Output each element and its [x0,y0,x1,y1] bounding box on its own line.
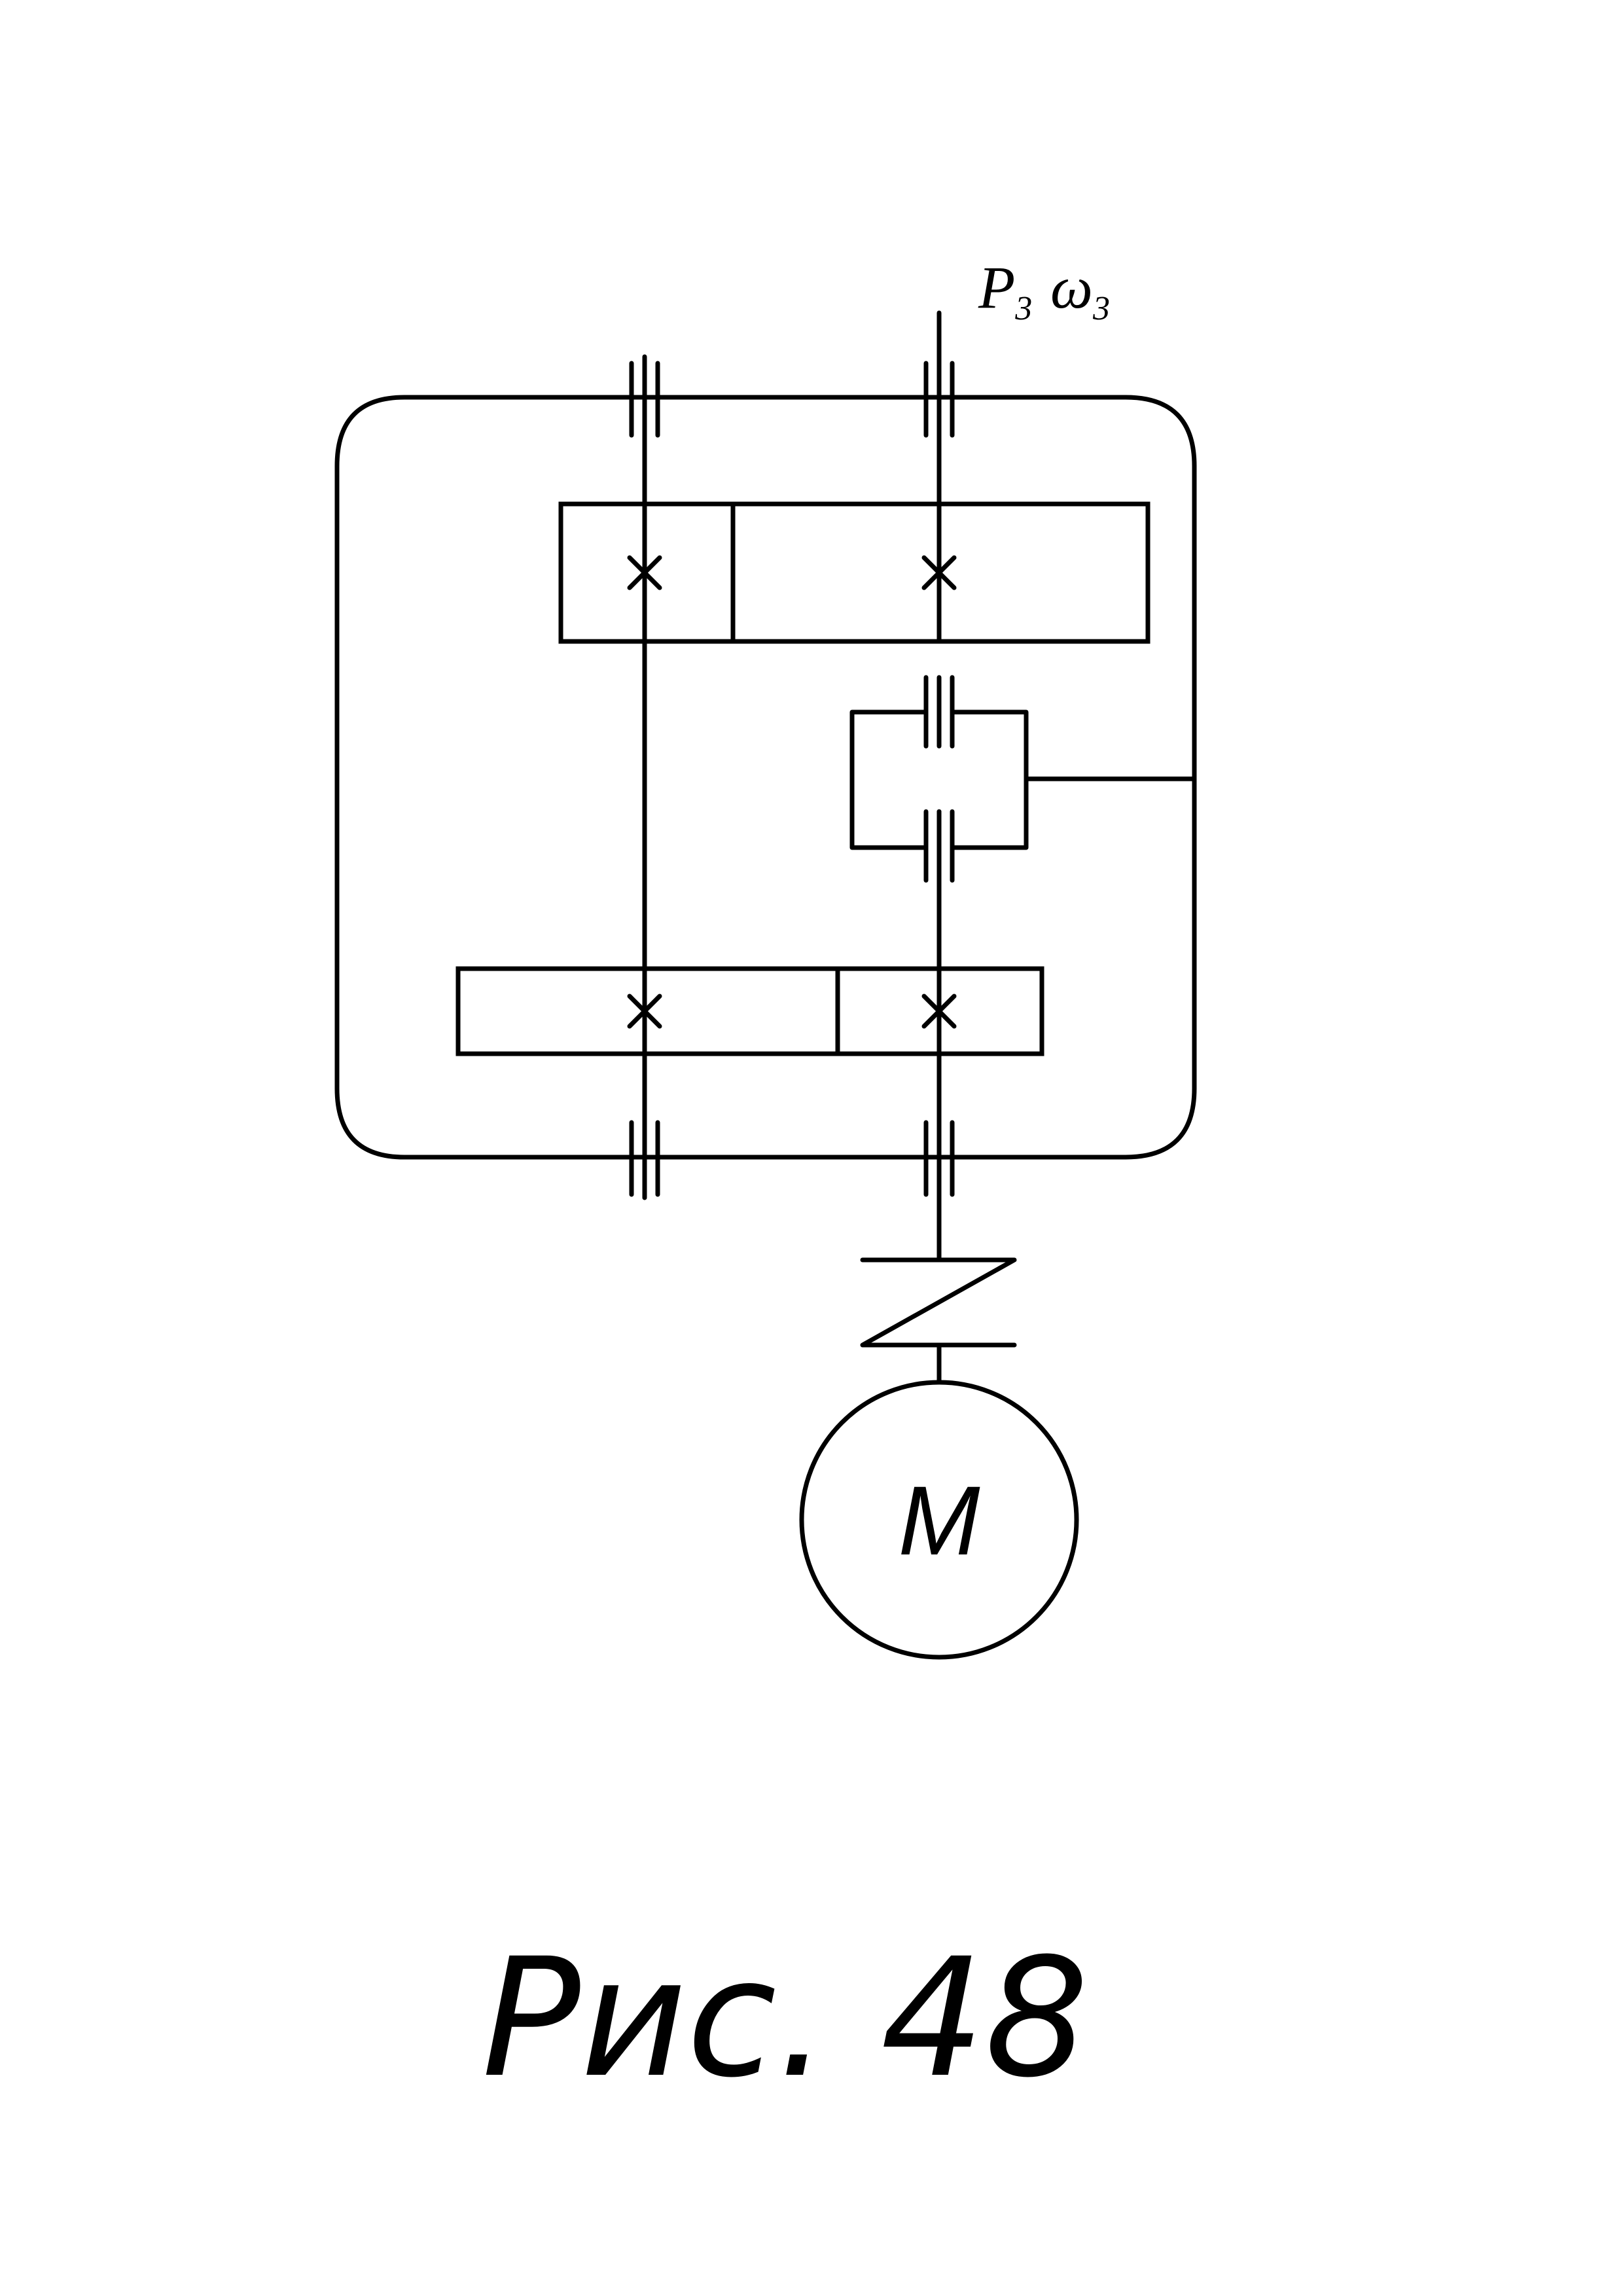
bearing-top-right [923,361,955,438]
bearing-top-left [629,361,660,438]
figure-caption: Рис. 48 [482,1923,1089,2113]
output-speed-label: ω3 [1050,254,1110,327]
coupling-symbol [860,1257,1017,1348]
motor-circle [799,1380,1079,1660]
bearing-inner-lower [923,809,955,883]
output-power-label: P3 [978,254,1032,327]
gear-mark-bottom-left [627,994,662,1029]
motor-label: M [899,1465,980,1575]
bearing-bottom-right [923,1120,955,1197]
bearing-bottom-left [629,1120,660,1197]
gear-stage-bottom [455,966,1044,1056]
bearing-inner-upper [923,675,955,749]
gear-mark-top-left [627,555,662,590]
housing-frame [334,395,1197,1160]
gear-stage-top [558,501,1150,644]
gear-mark-bottom-right [921,994,957,1029]
gear-mark-top-right [921,555,957,590]
